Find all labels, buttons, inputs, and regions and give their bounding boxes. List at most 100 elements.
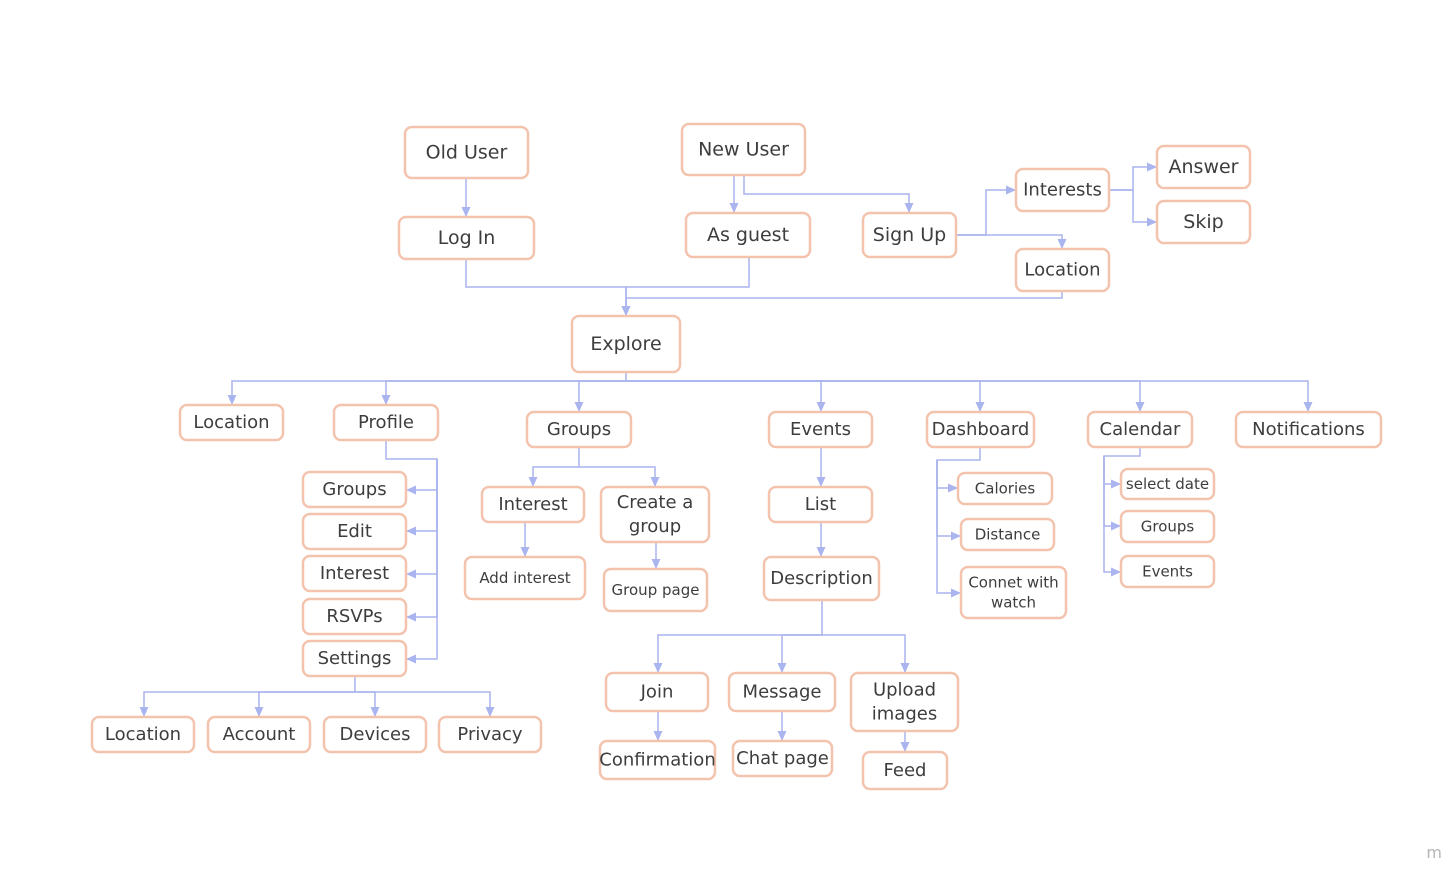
edge-explore-to-notifications xyxy=(626,380,1313,412)
node-message: Message xyxy=(727,671,837,713)
arrowhead-icon xyxy=(1135,402,1145,412)
node-box xyxy=(437,715,543,754)
node-calendar-events: Events xyxy=(1119,554,1216,589)
edge-calendar-to-calendar-events xyxy=(1103,456,1121,577)
arrowhead-icon xyxy=(975,402,985,412)
node-box xyxy=(1155,144,1252,190)
arrowhead-icon xyxy=(951,531,961,541)
edge-description-to-join xyxy=(653,600,823,673)
arrowhead-icon xyxy=(406,569,416,579)
arrowhead-icon xyxy=(139,707,149,717)
arrowhead-icon xyxy=(520,547,530,557)
edge-line xyxy=(579,466,656,487)
node-box xyxy=(762,555,881,602)
node-box xyxy=(767,485,874,524)
edge-line xyxy=(657,600,823,673)
node-label: Chat page xyxy=(736,748,829,769)
edge-message-to-chat-page xyxy=(777,711,787,741)
node-box xyxy=(90,715,196,754)
arrowhead-icon xyxy=(777,731,787,741)
node-label: Feed xyxy=(884,760,927,781)
node-events: Events xyxy=(767,410,874,449)
node-profile-rsvps: RSVPs xyxy=(301,597,408,636)
node-select-date: select date xyxy=(1119,467,1216,501)
arrowhead-icon xyxy=(816,402,826,412)
arrowhead-icon xyxy=(406,485,416,495)
node-calendar-groups: Groups xyxy=(1119,509,1216,544)
edge-line xyxy=(143,676,356,717)
node-label: Add interest xyxy=(479,569,570,587)
node-label: Notifications xyxy=(1252,419,1365,440)
edge-explore-to-calendar xyxy=(626,380,1145,412)
edge-profile-settings-to-settings-location xyxy=(139,676,356,717)
node-label: group xyxy=(629,516,681,537)
node-label: Explore xyxy=(590,333,661,355)
node-box xyxy=(1119,554,1216,589)
node-box xyxy=(301,639,408,678)
arrowhead-icon xyxy=(574,402,584,412)
node-label: Create a xyxy=(617,492,694,513)
edge-upload-images-to-feed xyxy=(900,731,910,752)
node-interests: Interests xyxy=(1014,167,1111,213)
node-label: Answer xyxy=(1169,156,1239,178)
node-old-user: Old User xyxy=(403,125,530,180)
node-profile-interest: Interest xyxy=(301,554,408,593)
node-label: Interest xyxy=(498,494,567,515)
node-box xyxy=(403,125,530,180)
node-profile: Profile xyxy=(332,403,440,442)
edge-line xyxy=(956,189,1016,236)
arrowhead-icon xyxy=(653,731,663,741)
edge-dashboard-to-connect-watch xyxy=(936,460,961,598)
node-label: Log In xyxy=(438,227,496,249)
edge-calendar-to-calendar-groups xyxy=(1103,456,1121,531)
edge-line xyxy=(956,234,1063,249)
edge-profile-to-profile-edit xyxy=(406,459,438,536)
arrowhead-icon xyxy=(1057,239,1067,249)
edge-as-guest-to-explore xyxy=(621,257,750,316)
node-label: images xyxy=(872,704,937,725)
arrowhead-icon xyxy=(777,663,787,673)
node-box xyxy=(598,739,717,781)
arrowhead-icon xyxy=(528,477,538,487)
node-box xyxy=(861,750,949,791)
node-box xyxy=(861,211,958,259)
node-dashboard: Dashboard xyxy=(925,410,1036,449)
edge-line xyxy=(532,447,580,487)
node-box xyxy=(849,671,960,733)
node-add-interest: Add interest xyxy=(463,555,587,601)
edge-line xyxy=(406,459,438,575)
edge-line xyxy=(1109,189,1157,223)
node-label: watch xyxy=(991,594,1036,612)
edge-profile-settings-to-settings-devices xyxy=(355,691,380,717)
node-groups: Groups xyxy=(525,410,633,449)
node-box xyxy=(956,471,1054,506)
edges-layer xyxy=(139,162,1313,752)
node-box xyxy=(178,403,285,442)
node-sign-up: Sign Up xyxy=(861,211,958,259)
node-settings-account: Account xyxy=(206,715,312,754)
node-confirmation: Confirmation xyxy=(598,739,717,781)
node-label: Message xyxy=(743,682,822,703)
node-join: Join xyxy=(604,671,710,713)
node-skip: Skip xyxy=(1155,199,1252,245)
edge-sign-up-to-signup-location xyxy=(956,234,1067,249)
node-box xyxy=(1119,467,1216,501)
node-log-in: Log In xyxy=(397,215,536,261)
edge-line xyxy=(578,380,626,412)
node-group-page: Group page xyxy=(602,567,709,613)
node-calendar: Calendar xyxy=(1086,410,1194,449)
node-box xyxy=(301,470,408,509)
edge-line xyxy=(822,634,906,673)
arrowhead-icon xyxy=(816,547,826,557)
node-settings-privacy: Privacy xyxy=(437,715,543,754)
node-label: Calendar xyxy=(1100,419,1182,440)
edge-profile-to-profile-rsvps xyxy=(406,459,438,622)
node-label: Upload xyxy=(873,679,936,700)
node-new-user: New User xyxy=(680,122,807,177)
edge-line xyxy=(465,259,627,316)
arrowhead-icon xyxy=(485,707,495,717)
node-label: Events xyxy=(1142,563,1193,581)
edge-new-user-to-sign-up xyxy=(743,175,914,213)
arrowhead-icon xyxy=(729,203,739,213)
